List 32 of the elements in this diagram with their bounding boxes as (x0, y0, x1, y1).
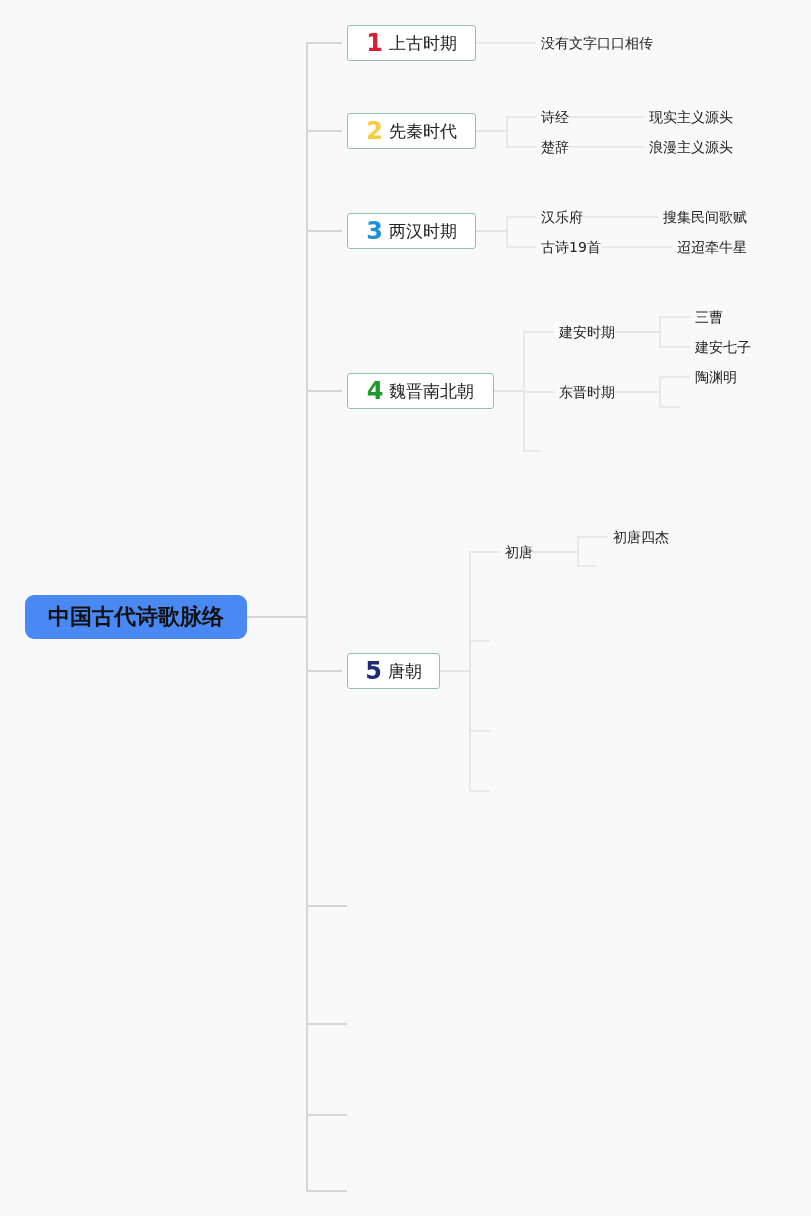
topic-box (347, 373, 494, 409)
subtopic-label: 楚辞 (541, 137, 569, 157)
topic-label: 唐朝 (387, 659, 422, 683)
topic-label: 两汉时期 (388, 219, 457, 243)
subtopic-label: 诗经 (541, 107, 569, 127)
subtopic-label: 建安七子 (695, 337, 751, 357)
topic-number: 4 (366, 377, 384, 405)
topic-label: 魏晋南北朝 (389, 379, 475, 403)
subtopic-label: 现实主义源头 (649, 107, 733, 127)
subtopic-label: 三曹 (695, 307, 723, 327)
topic-number: 2 (366, 117, 383, 145)
subtopic-label: 建安时期 (559, 322, 615, 342)
subtopic-label: 浪漫主义源头 (649, 137, 733, 157)
subtopic-label: 东晋时期 (559, 382, 615, 402)
topic-box (347, 653, 440, 689)
subtopic-label: 没有文字口口相传 (541, 33, 653, 53)
subtopic-label: 陶渊明 (695, 367, 737, 387)
central-topic-box: 中国古代诗歌脉络 (25, 595, 247, 639)
topic-box (347, 113, 476, 149)
subtopic-label: 汉乐府 (541, 207, 583, 227)
subtopic-label: 初唐 (505, 542, 533, 562)
topic-number: 3 (366, 217, 383, 245)
subtopic-label: 初唐四杰 (613, 527, 669, 547)
topic-label: 上古时期 (388, 31, 457, 55)
topic-box (347, 25, 476, 61)
subtopic-label: 古诗19首 (541, 237, 601, 257)
topic-label: 先秦时代 (388, 119, 457, 143)
subtopic-label: 搜集民间歌赋 (663, 207, 747, 227)
topic-number: 1 (366, 29, 383, 57)
topic-box (347, 213, 476, 249)
topic-number: 5 (365, 657, 382, 685)
subtopic-label: 迢迢牵牛星 (677, 237, 747, 257)
